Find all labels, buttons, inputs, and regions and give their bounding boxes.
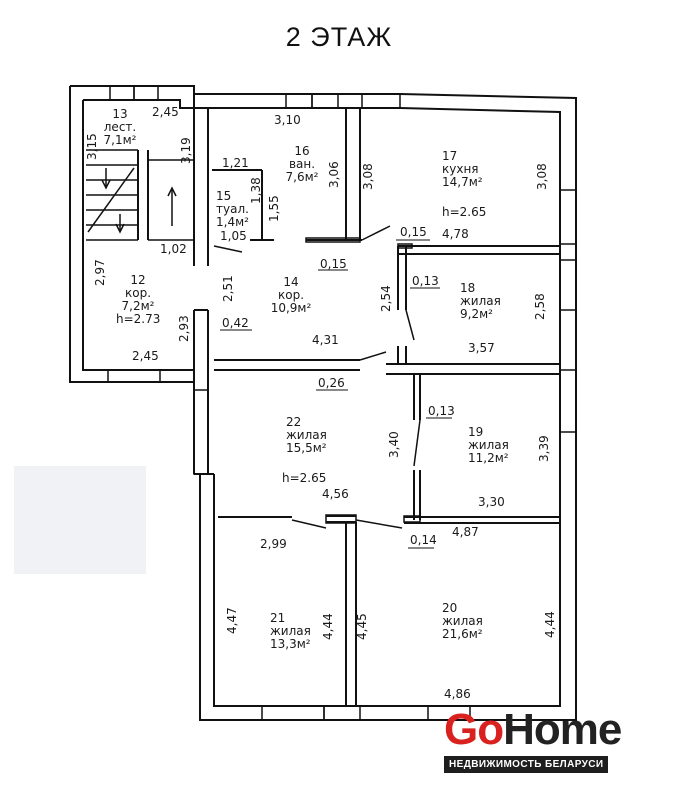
dim-label: 2,93 <box>177 315 191 342</box>
dim-label: 2,45 <box>132 349 159 363</box>
room-name: жилая <box>270 624 311 638</box>
room-number: 14 <box>283 275 299 289</box>
dim-label: 1,05 <box>220 229 247 243</box>
dim-label: 2,51 <box>221 275 235 302</box>
dim-label: 0,13 <box>412 274 439 288</box>
room-21-label: 21 жилая 13,3м² <box>270 612 311 651</box>
dim-label: 1,38 <box>249 177 263 204</box>
logo-tagline: НЕДВИЖИМОСТЬ БЕЛАРУСИ <box>444 756 609 773</box>
room-name: кухня <box>442 162 479 176</box>
room-name: жилая <box>442 614 483 628</box>
room-22-label: 22 жилая 15,5м² <box>286 416 327 455</box>
room-number: 13 <box>112 107 128 121</box>
room-area: 1,4м² <box>216 215 249 229</box>
leaders <box>220 239 452 549</box>
stair <box>86 149 194 241</box>
dim-label: 0,13 <box>428 404 455 418</box>
dim-label: 4,56 <box>322 487 349 501</box>
room-name: кор. <box>277 288 305 302</box>
room-area: 7,6м² <box>285 170 319 184</box>
room-16-label: 16 ван. 7,6м² <box>282 145 322 184</box>
dim-label: 3,08 <box>535 163 549 190</box>
dim-label: 3,30 <box>478 495 505 509</box>
room-number: 20 <box>442 601 458 615</box>
doors <box>213 225 421 529</box>
dim-label: 4,31 <box>312 333 339 347</box>
room-area: 7,1м² <box>103 133 137 147</box>
room-19-label: 19 жилая 11,2м² <box>468 426 509 465</box>
dim-label: 3,39 <box>537 435 551 462</box>
room-area: 10,9м² <box>270 301 312 315</box>
room-20-label: 20 жилая 21,6м² <box>442 602 483 641</box>
dim-label: 2,97 <box>93 259 107 286</box>
dim-label: 2,54 <box>379 285 393 312</box>
dim-label: 3,06 <box>327 161 341 188</box>
room-number: 19 <box>468 425 484 439</box>
dim-label: 4,86 <box>444 687 471 701</box>
room-12-label: 12 кор. 7,2м² h=2.73 <box>116 274 160 326</box>
room-area: 9,2м² <box>460 307 493 321</box>
dim-label: 4,44 <box>543 611 557 638</box>
dim-label: 2,58 <box>533 293 547 320</box>
dim-label: 0,42 <box>222 316 249 330</box>
room-name: жилая <box>286 428 327 442</box>
room-number: 22 <box>286 415 302 429</box>
dim-label: 1,21 <box>222 156 249 170</box>
room-number: 18 <box>460 281 476 295</box>
room-area: 7,2м² <box>121 299 155 313</box>
dim-label: 3,40 <box>387 431 401 458</box>
room-area: 21,6м² <box>442 627 483 641</box>
dim-label: 4,44 <box>321 613 335 640</box>
room-name: жилая <box>460 294 501 308</box>
room-14-label: 14 кор. 10,9м² <box>268 276 314 315</box>
room-area: 11,2м² <box>468 451 509 465</box>
inner-walls <box>137 94 560 706</box>
room-15-label: 15 туал. 1,4м² <box>216 190 249 229</box>
dim-label: 3,15 <box>85 133 99 160</box>
dim-label: 0,15 <box>400 225 427 239</box>
room-number: 17 <box>442 149 458 163</box>
dim-label: 4,47 <box>225 607 239 634</box>
room-name: лест. <box>103 120 137 134</box>
room-number: 16 <box>294 144 310 158</box>
floor-title: 2 ЭТАЖ <box>285 22 393 52</box>
room-13-label: 13 лест. 7,1м² <box>100 108 140 147</box>
room-name: туал. <box>216 202 249 216</box>
dim-label: 4,87 <box>452 525 479 539</box>
windows <box>107 85 577 721</box>
room-area: 15,5м² <box>286 441 327 455</box>
room-number: 21 <box>270 611 286 625</box>
logo-go: Go <box>444 705 504 754</box>
dim-label: 3,08 <box>361 163 375 190</box>
dim-label: 0,26 <box>318 376 345 390</box>
room-number: 15 <box>216 189 232 203</box>
dim-label: 2,45 <box>152 105 179 119</box>
room-number: 12 <box>130 273 146 287</box>
dim-label: 1,55 <box>267 195 281 222</box>
room-area: 14,7м² <box>442 175 483 189</box>
dim-label: 4,45 <box>355 613 369 640</box>
room-name: жилая <box>468 438 509 452</box>
dim-label: 2,99 <box>260 537 287 551</box>
room-name: ван. <box>288 157 316 171</box>
room-name: кор. <box>124 286 152 300</box>
dim-label: 3,57 <box>468 341 495 355</box>
room-17-height: h=2.65 <box>442 205 487 219</box>
dim-label: 0,15 <box>320 257 347 271</box>
room-22-height: h=2.65 <box>282 471 327 485</box>
dim-label: 0,14 <box>410 533 437 547</box>
dim-label: 1,02 <box>160 242 187 256</box>
dim-label: 3,19 <box>179 137 193 164</box>
logo-home: Home <box>503 705 622 754</box>
gohome-logo: GoHome НЕДВИЖИМОСТЬ БЕЛАРУСИ <box>444 708 634 773</box>
blank-panel <box>14 466 146 574</box>
room-area: 13,3м² <box>270 637 311 651</box>
room-17-label: 17 кухня 14,7м² <box>442 150 483 189</box>
room-height: h=2.73 <box>116 312 161 326</box>
dim-label: 4,78 <box>442 227 469 241</box>
room-18-label: 18 жилая 9,2м² <box>460 282 501 321</box>
dim-label: 3,10 <box>274 113 301 127</box>
